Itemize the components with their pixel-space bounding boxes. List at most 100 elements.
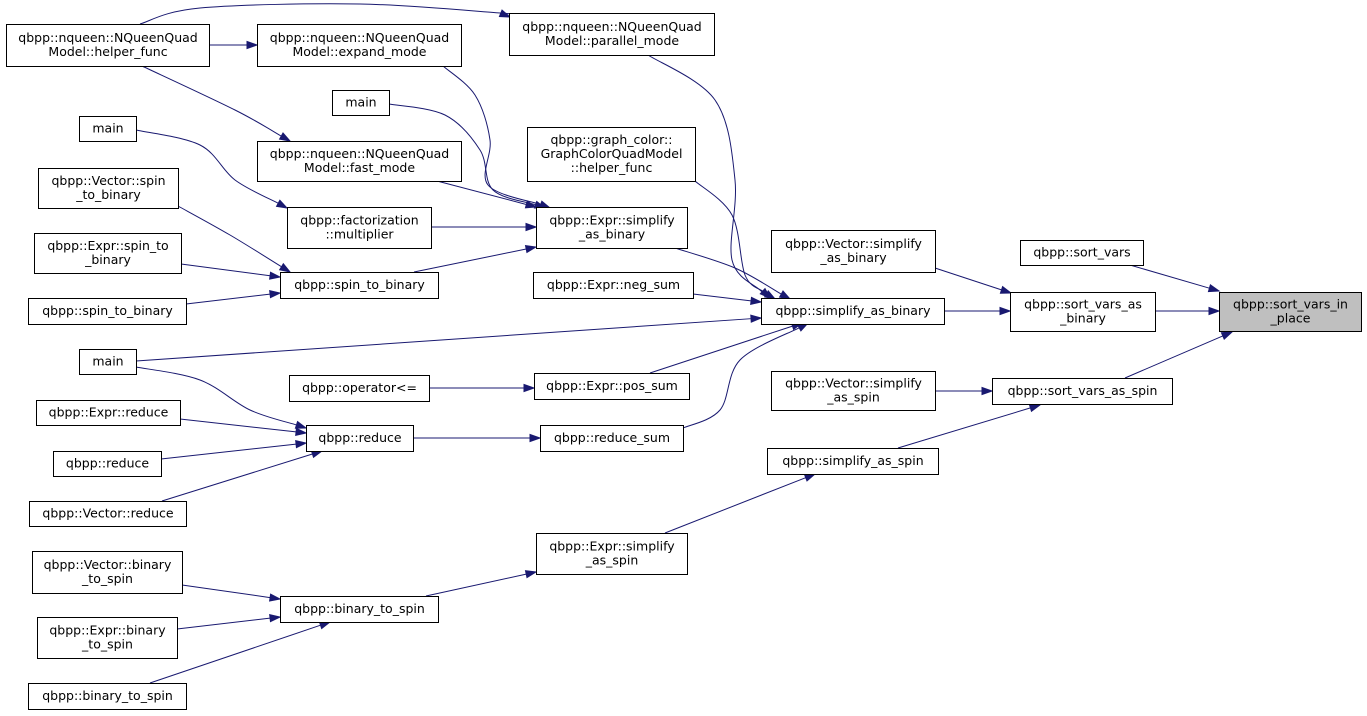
edge-expr_binary_to_spin-to-binary_to_spin	[176, 614, 282, 630]
node-reduce[interactable]: qbpp::reduce	[306, 425, 414, 452]
edge-expr_simplify_as_binary-to-simplify_as_binary	[674, 247, 792, 300]
node-label-line: qbpp::sort_vars_as	[1024, 297, 1142, 312]
node-box	[36, 400, 181, 426]
edge-line	[649, 325, 793, 374]
node-reduce-sum[interactable]: qbpp::reduce_sum	[540, 425, 684, 452]
edge-nqueen_fast_mode-to-expr_simplify_as_binary	[436, 180, 538, 209]
node-nqueen-parallel-mode[interactable]: qbpp::nqueen::NQueenQuadModel::parallel_…	[509, 13, 715, 56]
node-nqueen-helper-func[interactable]: qbpp::nqueen::NQueenQuadModel::helper_fu…	[6, 24, 210, 67]
edge-sort_vars-to-sort_vars_in_place	[1129, 264, 1221, 293]
node-vector-reduce[interactable]: qbpp::Vector::reduce	[29, 501, 187, 527]
edge-line	[176, 617, 271, 630]
node-sort-vars-as-spin[interactable]: qbpp::sort_vars_as_spin	[992, 378, 1173, 405]
edge-line	[139, 3, 512, 25]
node-spin-to-binary-leaf[interactable]: qbpp::spin_to_binary	[28, 298, 187, 325]
node-operator-le[interactable]: qbpp::operator<=	[289, 375, 430, 402]
node-label-line: _as_binary	[819, 250, 887, 265]
arrowhead	[1220, 331, 1234, 341]
node-binary-to-spin[interactable]: qbpp::binary_to_spin	[280, 596, 439, 623]
edge-line	[185, 293, 271, 305]
edge-vector_simplify_as_spin-to-sort_vars_as_spin	[935, 386, 994, 396]
node-box	[771, 230, 936, 273]
node-label-line: qbpp::Expr::binary	[49, 623, 166, 638]
node-label-line: _to_spin	[81, 637, 133, 652]
edge-line	[141, 65, 282, 137]
node-box	[1219, 292, 1362, 332]
node-box	[306, 425, 414, 452]
node-label-line: _place	[1270, 311, 1311, 326]
node-sort-vars[interactable]: qbpp::sort_vars	[1020, 240, 1144, 266]
arrowhead	[1207, 284, 1221, 293]
node-label-line: ::multiplier	[325, 227, 394, 242]
node-box	[280, 272, 439, 299]
edge-line	[897, 407, 1031, 449]
node-box	[536, 207, 688, 249]
edge-expr_spin_to_binary-to-spin_to_binary	[180, 263, 282, 280]
node-box	[287, 207, 432, 249]
node-label-line: qbpp::reduce_sum	[554, 430, 670, 445]
node-factorization-multiplier[interactable]: qbpp::factorization::multiplier	[287, 207, 432, 249]
edge-nqueen_helper_func-to-nqueen_parallel_mode	[139, 3, 512, 25]
node-reduce-leaf[interactable]: qbpp::reduce	[53, 451, 162, 477]
node-label-line: qbpp::Expr::simplify	[549, 539, 675, 554]
edge-line	[177, 205, 282, 268]
node-label-line: qbpp::nqueen::NQueenQuad	[18, 30, 197, 45]
node-box	[534, 373, 690, 400]
node-label-line: qbpp::spin_to_binary	[42, 303, 173, 318]
node-vector-simplify-as-spin[interactable]: qbpp::Vector::simplify_as_spin	[771, 371, 936, 411]
node-box	[1020, 240, 1144, 266]
node-expr-spin-to-binary[interactable]: qbpp::Expr::spin_to_binary	[34, 233, 182, 274]
edge-expr_reduce-to-reduce	[179, 418, 308, 437]
node-main-c[interactable]: main	[79, 349, 137, 375]
edge-line	[682, 327, 800, 429]
node-spin-to-binary[interactable]: qbpp::spin_to_binary	[280, 272, 439, 299]
arrowhead	[278, 262, 292, 273]
node-box	[767, 448, 939, 475]
edge-spin_to_binary_leaf-to-spin_to_binary	[185, 290, 282, 305]
node-binary-to-spin-leaf[interactable]: qbpp::binary_to_spin	[28, 683, 187, 710]
arrowhead	[750, 314, 763, 323]
node-vector-binary-to-spin[interactable]: qbpp::Vector::binary_to_spin	[32, 551, 183, 594]
node-label-line: qbpp::Expr::neg_sum	[547, 277, 680, 292]
node-label-line: main	[345, 95, 376, 110]
node-box	[28, 683, 187, 710]
arrowhead	[269, 271, 282, 280]
edge-main_b-to-factorization_multiplier	[135, 129, 289, 209]
edge-line	[149, 624, 321, 684]
node-label-line: qbpp::nqueen::NQueenQuad	[270, 146, 449, 161]
node-expr-neg-sum[interactable]: qbpp::Expr::neg_sum	[533, 272, 694, 299]
node-sort-vars-in-place[interactable]: qbpp::sort_vars_in_place	[1219, 292, 1362, 332]
arrowhead	[524, 200, 538, 209]
node-label-line: main	[92, 121, 123, 136]
node-label-line: Model::helper_func	[48, 44, 167, 59]
node-label-line: _as_spin	[585, 553, 639, 568]
node-box	[533, 272, 694, 299]
node-label-line: qbpp::binary_to_spin	[42, 688, 173, 703]
node-box	[79, 116, 137, 142]
node-sort-vars-as-binary[interactable]: qbpp::sort_vars_as_binary	[1010, 292, 1156, 332]
node-expr-pos-sum[interactable]: qbpp::Expr::pos_sum	[534, 373, 690, 400]
node-box	[257, 141, 462, 182]
edge-binary_to_spin-to-expr_simplify_as_spin	[425, 570, 538, 597]
node-main-a[interactable]: main	[332, 90, 390, 116]
node-vector-simplify-as-binary[interactable]: qbpp::Vector::simplify_as_binary	[771, 230, 936, 273]
node-expr-simplify-as-spin[interactable]: qbpp::Expr::simplify_as_spin	[536, 533, 688, 575]
arrowhead	[524, 244, 538, 254]
node-expr-reduce[interactable]: qbpp::Expr::reduce	[36, 400, 181, 426]
node-expr-simplify-as-binary[interactable]: qbpp::Expr::simplify_as_binary	[536, 207, 688, 249]
node-main-b[interactable]: main	[79, 116, 137, 142]
node-simplify-as-binary[interactable]: qbpp::simplify_as_binary	[761, 298, 945, 325]
node-nqueen-expand-mode[interactable]: qbpp::nqueen::NQueenQuadModel::expand_mo…	[257, 24, 462, 67]
node-simplify-as-spin[interactable]: qbpp::simplify_as_spin	[767, 448, 939, 475]
edge-simplify_as_binary-to-sort_vars_as_binary	[944, 306, 1012, 316]
node-label-line: qbpp::Expr::simplify	[549, 213, 675, 228]
node-label-line: Model::parallel_mode	[545, 33, 679, 48]
node-graphcolor-helper-func[interactable]: qbpp::graph_color::GraphColorQuadModel::…	[527, 127, 696, 182]
node-box	[28, 298, 187, 325]
node-label-line: qbpp::binary_to_spin	[294, 601, 425, 616]
edge-line	[1124, 335, 1224, 379]
node-expr-binary-to-spin[interactable]: qbpp::Expr::binary_to_spin	[37, 617, 178, 659]
node-label-line: main	[92, 354, 123, 369]
node-vector-spin-to-binary[interactable]: qbpp::Vector::spin_to_binary	[38, 168, 179, 209]
